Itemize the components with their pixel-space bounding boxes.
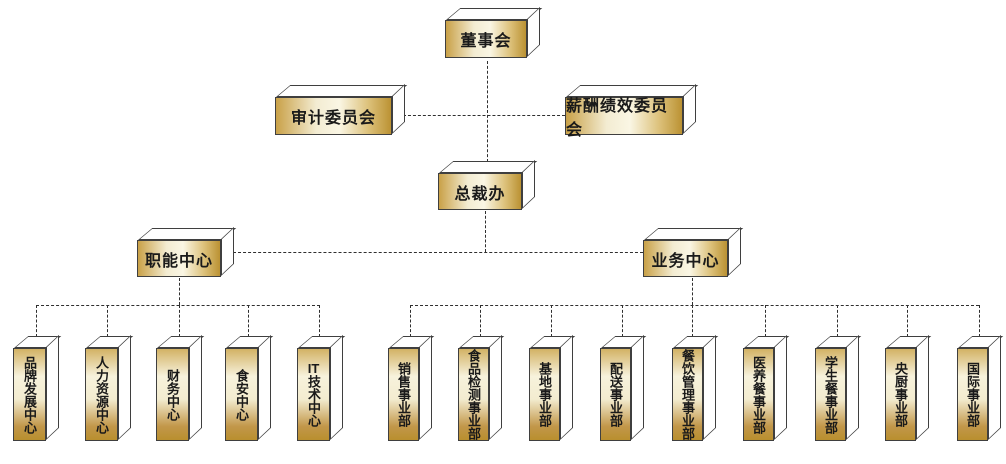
org-node-hr-center-label: 人力资源中心 bbox=[85, 348, 118, 441]
org-node-business-center-label: 业务中心 bbox=[643, 240, 728, 277]
org-node-medical-care-meal-division: 医养餐事业部 bbox=[743, 348, 774, 441]
org-node-student-meal-division-label: 学生餐事业部 bbox=[815, 348, 846, 441]
org-node-brand-development-center-label: 品牌发展中心 bbox=[13, 348, 46, 441]
org-node-distribution-division: 配送事业部 bbox=[600, 348, 631, 441]
org-node-functional-center: 职能中心 bbox=[137, 240, 221, 277]
connector-business-child-2 bbox=[480, 305, 481, 337]
org-node-brand-development-center: 品牌发展中心 bbox=[13, 348, 46, 441]
org-node-compensation-committee: 薪酬绩效委员会 bbox=[565, 97, 683, 139]
org-node-compensation-committee-label: 薪酬绩效委员会 bbox=[565, 97, 683, 139]
org-node-international-division-label: 国际事业部 bbox=[957, 348, 988, 441]
connector-functional-child-1 bbox=[36, 305, 37, 337]
connector-business-child-6 bbox=[765, 305, 766, 337]
connector-functional-child-2 bbox=[107, 305, 108, 337]
connector-functional-drop bbox=[179, 278, 180, 305]
org-node-board-label: 董事会 bbox=[445, 20, 527, 58]
org-node-president-office-label: 总裁办 bbox=[438, 173, 522, 210]
connector-business-child-3 bbox=[551, 305, 552, 337]
org-node-central-kitchen-division: 央厨事业部 bbox=[885, 348, 916, 441]
connector-functional-child-5 bbox=[319, 305, 320, 337]
org-node-functional-center-label: 职能中心 bbox=[137, 240, 221, 277]
connector-president-to-centers bbox=[485, 211, 486, 252]
org-node-audit-committee-label: 审计委员会 bbox=[275, 97, 392, 135]
org-node-catering-management-division-label: 餐饮管理事业部 bbox=[672, 348, 703, 441]
org-node-president-office: 总裁办 bbox=[438, 173, 522, 210]
org-node-hr-center: 人力资源中心 bbox=[85, 348, 118, 441]
org-node-food-testing-division-label: 食品检测事业部 bbox=[458, 348, 489, 441]
connector-business-bus bbox=[410, 305, 979, 306]
org-node-sales-division-label: 销售事业部 bbox=[388, 348, 419, 441]
org-node-sales-division: 销售事业部 bbox=[388, 348, 419, 441]
org-node-medical-care-meal-division-label: 医养餐事业部 bbox=[743, 348, 774, 441]
connector-business-child-1 bbox=[410, 305, 411, 337]
org-node-business-center: 业务中心 bbox=[643, 240, 728, 277]
connector-functional-child-3 bbox=[179, 305, 180, 337]
org-node-base-division: 基地事业部 bbox=[529, 348, 560, 441]
connector-centers bbox=[233, 252, 643, 253]
connector-functional-bus bbox=[36, 305, 320, 306]
org-node-food-testing-division: 食品检测事业部 bbox=[458, 348, 489, 441]
connector-business-child-5 bbox=[692, 305, 693, 337]
connector-business-child-9 bbox=[979, 305, 980, 337]
org-node-food-safety-center: 食安中心 bbox=[225, 348, 258, 441]
org-node-distribution-division-label: 配送事业部 bbox=[600, 348, 631, 441]
org-node-food-safety-center-label: 食安中心 bbox=[225, 348, 258, 441]
connector-functional-child-4 bbox=[248, 305, 249, 337]
org-node-board: 董事会 bbox=[445, 20, 527, 58]
connector-board-to-president bbox=[487, 61, 488, 162]
org-node-student-meal-division: 学生餐事业部 bbox=[815, 348, 846, 441]
org-node-international-division: 国际事业部 bbox=[957, 348, 988, 441]
connector-business-child-4 bbox=[622, 305, 623, 337]
org-node-catering-management-division: 餐饮管理事业部 bbox=[672, 348, 703, 441]
org-node-audit-committee: 审计委员会 bbox=[275, 97, 392, 135]
connector-business-child-8 bbox=[907, 305, 908, 337]
org-node-base-division-label: 基地事业部 bbox=[529, 348, 560, 441]
connector-business-drop bbox=[692, 278, 693, 305]
org-node-central-kitchen-division-label: 央厨事业部 bbox=[885, 348, 916, 441]
org-node-finance-center: 财务中心 bbox=[156, 348, 189, 441]
connector-business-child-7 bbox=[837, 305, 838, 337]
connector-committees bbox=[403, 115, 565, 116]
org-node-finance-center-label: 财务中心 bbox=[156, 348, 189, 441]
